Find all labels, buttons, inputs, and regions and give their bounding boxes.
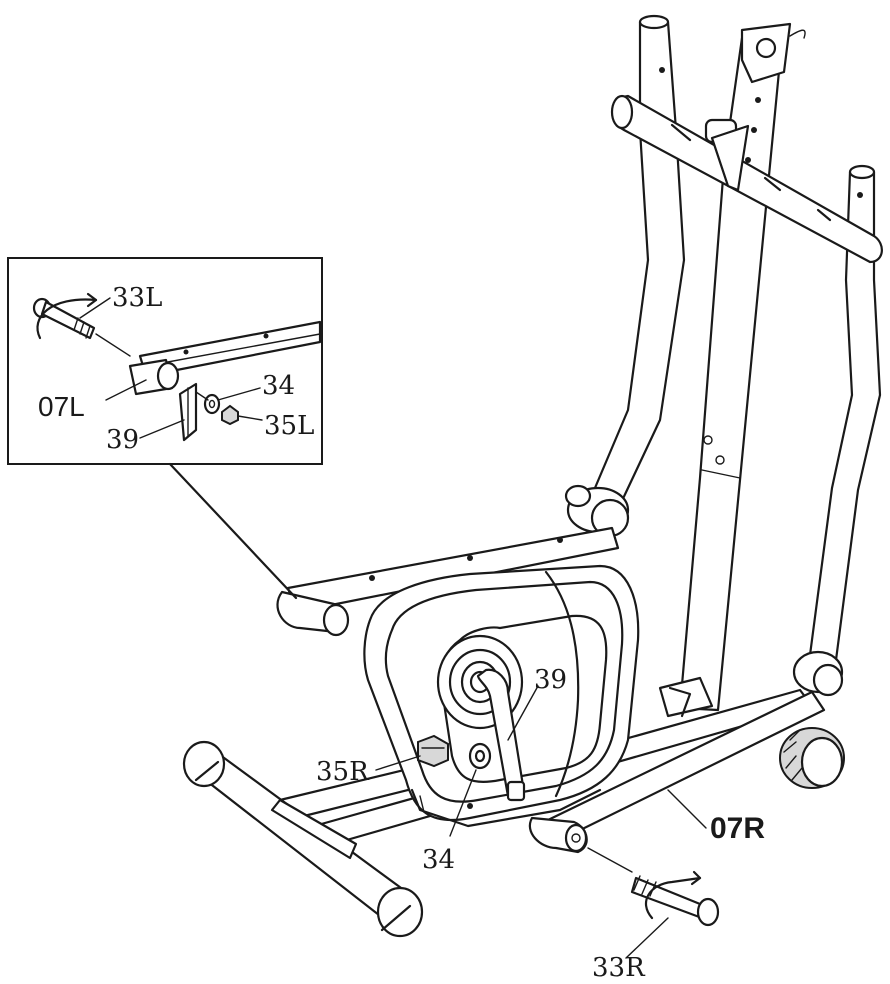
label-07l: 07L — [38, 391, 85, 422]
detail-callout-box — [7, 257, 323, 465]
label-34-main: 34 — [422, 845, 455, 875]
rear-stabilizer — [182, 740, 424, 938]
transport-wheel — [779, 727, 845, 789]
nut-35r — [417, 734, 449, 768]
crank-assembly — [436, 634, 526, 802]
washer-34 — [468, 742, 492, 770]
bolt-33r — [587, 847, 720, 927]
label-35r: 35R — [316, 757, 370, 787]
label-39-detail: 39 — [106, 425, 139, 455]
right-pivot-joint — [792, 650, 844, 697]
label-35l: 35L — [264, 411, 314, 441]
label-39-main: 39 — [534, 665, 567, 695]
label-34-detail: 34 — [262, 371, 295, 401]
pedal-arm-left — [276, 526, 620, 637]
label-33l: 33L — [112, 283, 162, 313]
handlebar — [610, 94, 883, 264]
left-handle-post — [590, 14, 686, 507]
left-pivot-joint — [564, 484, 630, 538]
center-mast — [678, 22, 806, 712]
callout-leader-line — [168, 462, 298, 600]
label-33r: 33R — [592, 953, 646, 983]
main-leader-lines — [375, 685, 707, 959]
label-07r: 07R — [710, 812, 765, 845]
pedal-arm-right — [528, 690, 826, 854]
